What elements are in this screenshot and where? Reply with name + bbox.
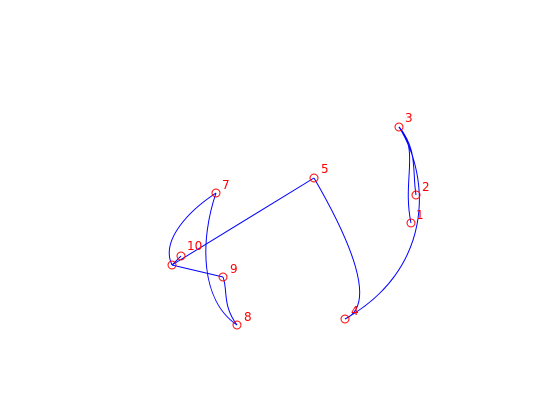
node-1: 1 [406,208,424,228]
node-layer: 1 2 3 4 5 7 8 9 10 [167,111,430,330]
node-2: 2 [411,180,430,200]
edge-2-3 [398,126,417,196]
edge-1-3 [398,126,412,224]
node-marker [340,314,350,324]
node-label: 1 [416,208,424,222]
node-8: 8 [232,310,252,330]
node-5: 5 [309,162,329,183]
edge-6-7 [168,192,217,266]
node-marker [211,188,221,198]
edge-9-6 [171,264,224,278]
node-marker [394,122,404,132]
node-label: 5 [321,162,329,176]
node-3: 3 [394,111,413,132]
node-marker [218,272,228,282]
edge-8-9 [222,276,238,326]
node-label: 10 [187,239,202,253]
node-label: 9 [230,262,238,276]
node-marker [411,190,421,200]
node-6 [167,260,177,270]
node-10: 10 [176,239,202,261]
node-label: 8 [244,310,252,324]
node-4: 4 [340,304,359,324]
node-label: 3 [405,111,413,125]
edge-7-8 [205,192,238,326]
node-marker [232,320,242,330]
node-label: 7 [222,178,230,192]
edge-4-5 [313,177,361,320]
node-marker [406,218,416,228]
node-marker [167,260,177,270]
edge-6-10 [171,255,182,266]
edge-layer [168,126,420,326]
node-9: 9 [218,262,238,282]
node-label: 2 [422,180,430,194]
edge-3-4 [344,126,420,320]
edge-5-6 [171,177,315,266]
node-marker [309,173,319,183]
node-7: 7 [211,178,230,198]
node-marker [176,251,186,261]
node-label: 4 [351,304,359,318]
